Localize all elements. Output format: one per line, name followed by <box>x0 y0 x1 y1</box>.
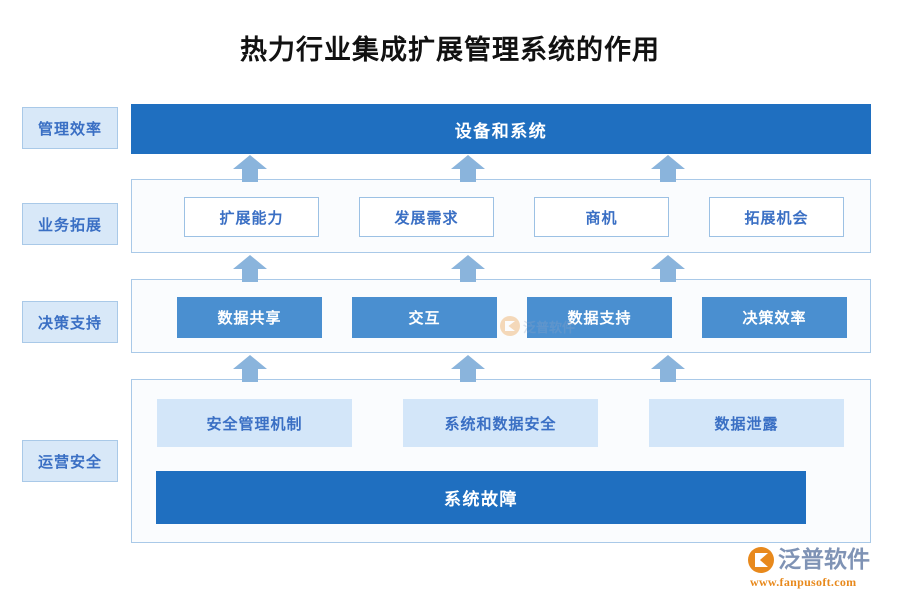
node-security-management-mechanism: 安全管理机制 <box>157 399 352 447</box>
fanpu-logo-mark-icon <box>748 547 774 573</box>
node-data-support: 数据支持 <box>527 297 672 338</box>
node-label: 系统和数据安全 <box>444 416 557 433</box>
node-label: 发展需求 <box>394 210 459 227</box>
up-arrow-icon <box>451 255 485 282</box>
brand-url: www.fanpusoft.com <box>750 575 857 589</box>
up-arrow-icon <box>451 355 485 382</box>
up-arrow-icon <box>651 355 685 382</box>
node-decision-efficiency: 决策效率 <box>702 297 847 338</box>
page-title: 热力行业集成扩展管理系统的作用 <box>240 35 660 65</box>
side-label-operational-security: 运营安全 <box>22 440 118 482</box>
node-label: 拓展机会 <box>744 210 809 227</box>
node-label: 决策效率 <box>742 311 807 327</box>
brand-name: 泛普软件 <box>778 547 870 572</box>
brand-logo: 泛普软件 www.fanpusoft.com <box>748 546 888 592</box>
up-arrow-icon <box>451 155 485 182</box>
panel-business-expansion: 扩展能力 发展需求 商机 拓展机会 <box>131 179 871 253</box>
side-label-text: 决策支持 <box>37 315 102 332</box>
side-label-text: 管理效率 <box>37 121 102 138</box>
node-development-demand: 发展需求 <box>359 197 494 237</box>
node-expansion-opportunity: 拓展机会 <box>709 197 844 237</box>
node-data-leakage: 数据泄露 <box>649 399 844 447</box>
top-bar-label: 设备和系统 <box>454 121 548 141</box>
side-label-text: 业务拓展 <box>37 217 102 234</box>
side-label-management-efficiency: 管理效率 <box>22 107 118 149</box>
side-label-business-expansion: 业务拓展 <box>22 203 118 245</box>
side-label-text: 运营安全 <box>37 454 102 471</box>
side-label-decision-support: 决策支持 <box>22 301 118 343</box>
up-arrow-icon <box>233 255 267 282</box>
node-system-failure: 系统故障 <box>156 471 806 524</box>
node-label: 交互 <box>408 311 441 327</box>
node-label: 扩展能力 <box>219 210 284 227</box>
panel-decision-support: 数据共享 交互 数据支持 决策效率 <box>131 279 871 353</box>
node-label: 数据泄露 <box>714 416 779 433</box>
node-system-and-data-security: 系统和数据安全 <box>403 399 598 447</box>
node-label: 系统故障 <box>444 490 518 509</box>
node-label: 数据共享 <box>217 311 282 327</box>
brand-logo-row: 泛普软件 <box>748 546 888 574</box>
node-data-sharing: 数据共享 <box>177 297 322 338</box>
node-label: 商机 <box>585 210 618 227</box>
node-label: 安全管理机制 <box>206 416 303 433</box>
node-label: 数据支持 <box>567 311 632 327</box>
node-business-opportunity: 商机 <box>534 197 669 237</box>
node-expansion-capability: 扩展能力 <box>184 197 319 237</box>
up-arrow-icon <box>651 255 685 282</box>
up-arrow-icon <box>233 355 267 382</box>
panel-operational-security: 安全管理机制 系统和数据安全 数据泄露 系统故障 <box>131 379 871 543</box>
up-arrow-icon <box>651 155 685 182</box>
node-interaction: 交互 <box>352 297 497 338</box>
top-bar-equipment-and-systems: 设备和系统 <box>131 104 871 154</box>
up-arrow-icon <box>233 155 267 182</box>
